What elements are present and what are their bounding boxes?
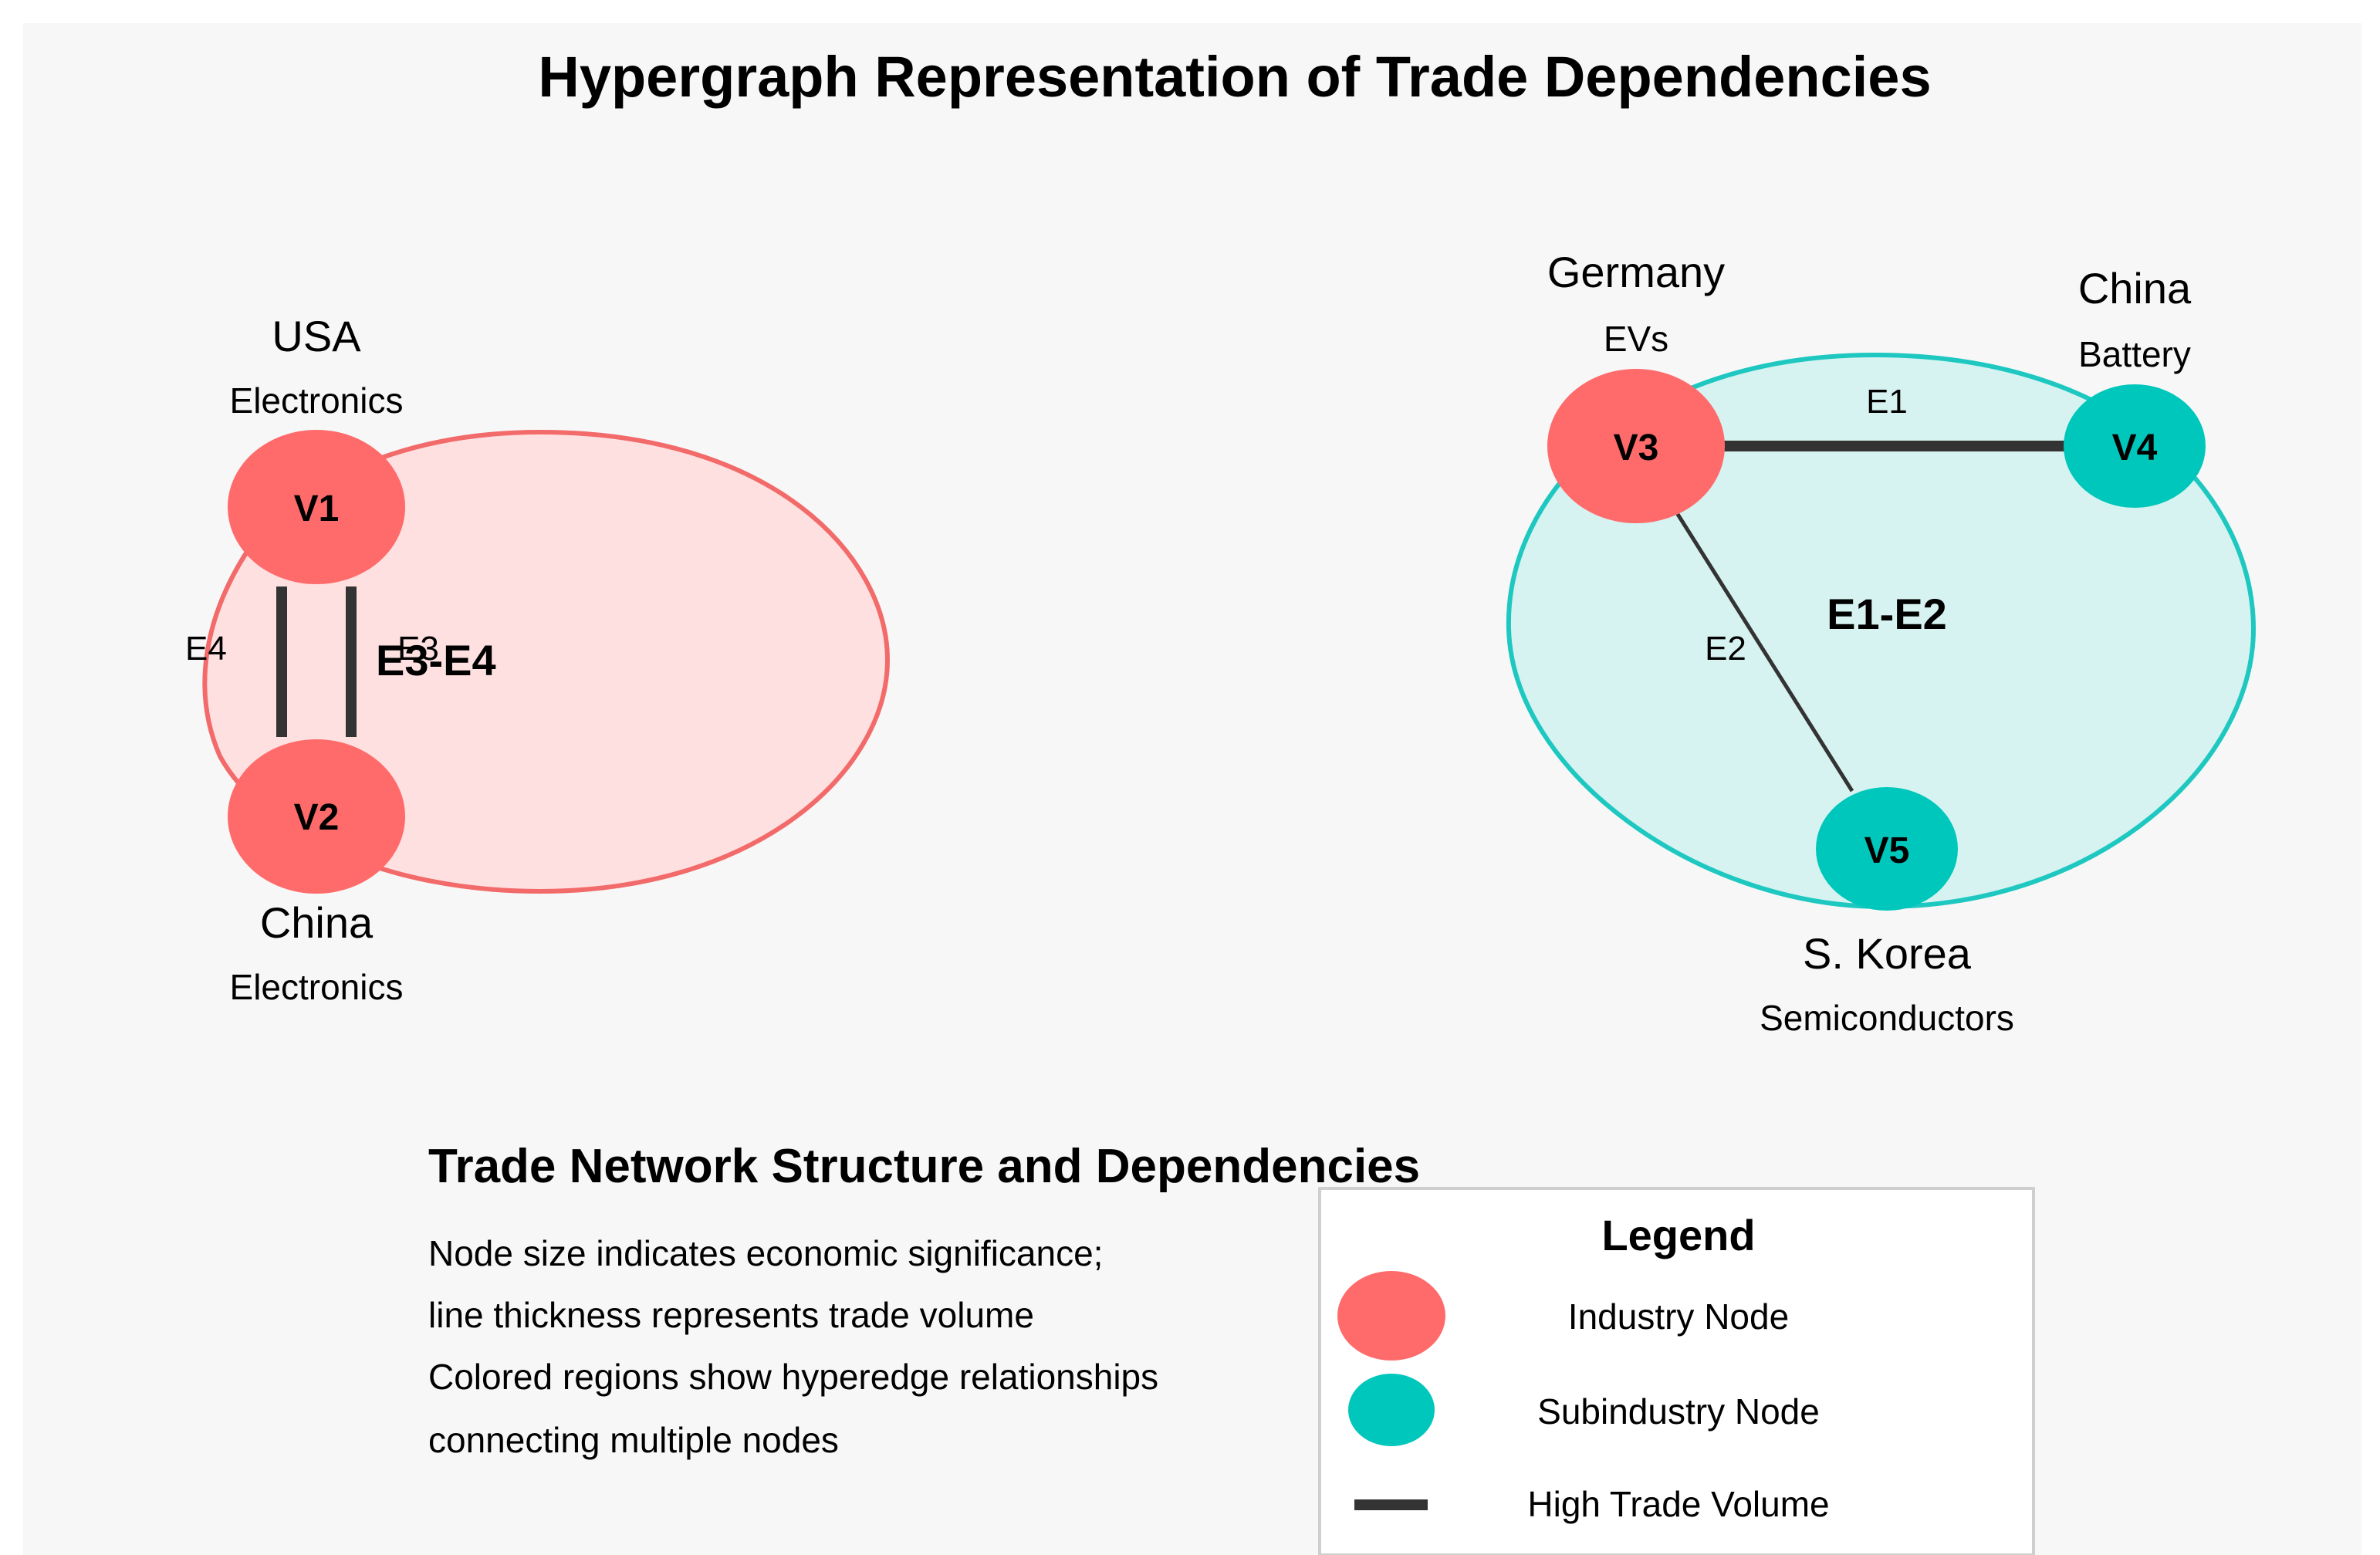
info-line-1: Node size indicates economic significanc… [428, 1233, 1103, 1273]
legend-industry-swatch [1337, 1271, 1445, 1361]
node-v1 [228, 430, 405, 584]
node-v1-label: V1 [294, 488, 340, 529]
node-v1-sector: Electronics [230, 380, 404, 421]
node-v4-sector: Battery [2078, 334, 2191, 374]
info-subtitle: Trade Network Structure and Dependencies [428, 1140, 1420, 1193]
node-v4-label: V4 [2112, 428, 2158, 468]
node-v5 [1816, 787, 1958, 911]
node-v3-sector: EVs [1604, 319, 1668, 359]
node-v4-country: China [2078, 264, 2192, 313]
info-line-4: connecting multiple nodes [428, 1420, 839, 1460]
node-v2-label: V2 [294, 797, 340, 838]
node-v4 [2064, 384, 2206, 508]
legend-subindustry-label: Subindustry Node [1537, 1391, 1820, 1432]
edge-label-e1: E1 [1866, 383, 1908, 421]
legend-industry-label: Industry Node [1568, 1296, 1789, 1337]
node-v5-sector: Semiconductors [1760, 998, 2014, 1038]
node-v2-country: China [260, 898, 374, 947]
info-line-2: line thickness represents trade volume [428, 1295, 1034, 1335]
node-v1-country: USA [272, 312, 361, 360]
node-v5-country: S. Korea [1803, 929, 1972, 978]
node-v2-sector: Electronics [230, 967, 404, 1007]
hyperedge-label-right: E1-E2 [1827, 590, 1947, 638]
diagram-title: Hypergraph Representation of Trade Depen… [538, 45, 1931, 109]
edge-e2 [1672, 508, 1854, 793]
node-v2 [228, 739, 405, 894]
legend-title: Legend [1601, 1211, 1755, 1259]
node-v5-label: V5 [1864, 830, 1910, 871]
legend-subindustry-swatch [1348, 1374, 1435, 1446]
hyperedge-label-left: E3-E4 [376, 636, 496, 685]
info-line-3: Colored regions show hyperedge relations… [428, 1357, 1158, 1397]
edge-label-e4: E4 [185, 630, 227, 668]
node-v3 [1547, 369, 1725, 523]
node-v3-country: Germany [1547, 248, 1725, 296]
legend-box [1318, 1187, 2035, 1555]
edge-label-e3: E3 [397, 630, 439, 668]
node-v3-label: V3 [1614, 428, 1659, 468]
edge-label-e2: E2 [1705, 630, 1746, 668]
legend-high-volume-label: High Trade Volume [1527, 1484, 1829, 1524]
